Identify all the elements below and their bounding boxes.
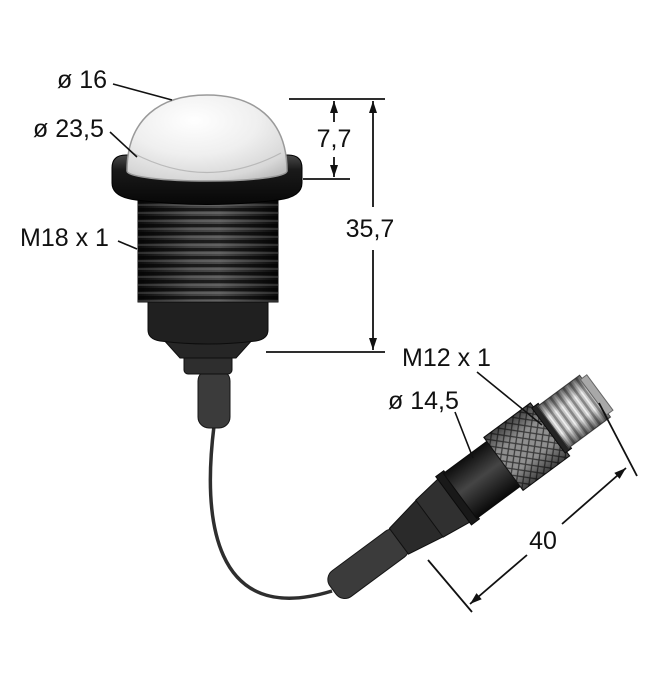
dome-diameter-label: ø 16 [57, 66, 107, 94]
sensor-collar [147, 299, 269, 345]
sensor-cable [197, 369, 231, 429]
connector-end-face [579, 374, 614, 416]
sensor-thread-ridges [138, 198, 278, 302]
leader-dome-diameter [112, 83, 173, 101]
leader-flange-diameter [109, 131, 138, 158]
flange-diameter-label: ø 23,5 [33, 115, 104, 143]
leader-lines [109, 83, 543, 459]
connector-thread-label: M12 x 1 [402, 344, 491, 372]
labels: ø 16 ø 23,5 M18 x 1 7,7 35,7 M12 x 1 ø 1… [20, 66, 557, 555]
sensor-dome [126, 94, 288, 182]
ext-line-connector-tip [598, 402, 638, 477]
leader-housing-thread [117, 240, 138, 250]
connector-drawing [327, 374, 614, 599]
connector-knurl-shade [483, 402, 570, 491]
leader-connector-diameter [454, 411, 474, 459]
sensor-drawing [111, 94, 303, 429]
dimension-lines [266, 98, 638, 613]
leader-connector-thread [476, 371, 543, 426]
dim-40 [427, 402, 638, 613]
housing-thread-label: M18 x 1 [20, 224, 109, 252]
sensor-dome-rim [132, 152, 282, 173]
connector-diameter-label: ø 14,5 [388, 387, 459, 415]
body-length-label: 35,7 [346, 215, 395, 243]
cable-curve [208, 425, 333, 600]
ext-line-connector-rear [427, 559, 473, 613]
connector-length-label: 40 [529, 527, 557, 555]
dome-height-label: 7,7 [317, 125, 352, 153]
